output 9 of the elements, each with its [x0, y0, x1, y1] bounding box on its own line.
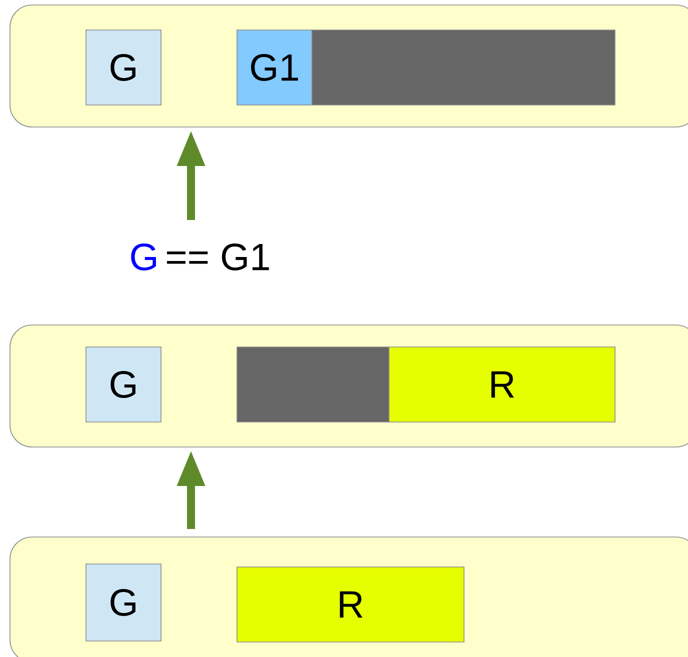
equation-text: G == G1 [131, 244, 269, 270]
shaded-segment [236, 346, 390, 422]
label-segment: G1 [236, 30, 312, 106]
shaded-segment [312, 30, 616, 106]
letter-box: G [86, 30, 162, 106]
letter-box: G [86, 564, 162, 642]
label-segment: R [388, 346, 616, 422]
letter-box: G [86, 346, 162, 422]
label-segment: R [236, 566, 464, 642]
